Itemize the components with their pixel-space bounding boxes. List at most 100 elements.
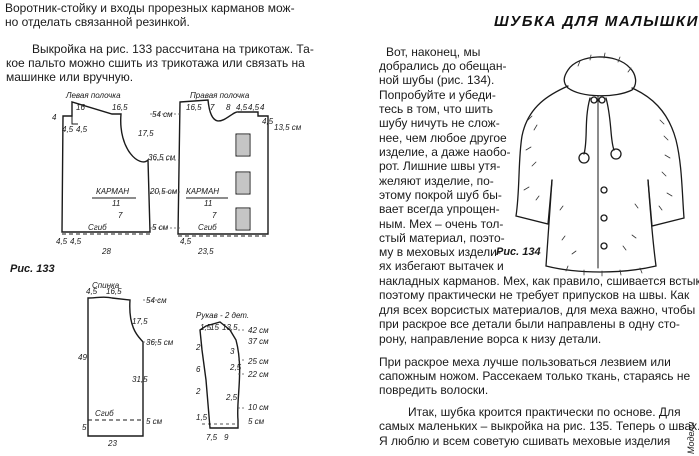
figure-134-caption: Рис. 134 — [496, 246, 541, 258]
dim-lf-b2: 4,5 — [70, 237, 82, 246]
mid-col-line-11: этому покрой шуб бы- — [379, 188, 502, 202]
dim-sl-l1: 2 — [195, 343, 201, 352]
intro-line-2: но отделать связанной резинкой. — [5, 15, 190, 29]
mid-col-line-1: Вот, наконец, мы — [386, 45, 481, 59]
mid-col-line-12: вает всегда упрощен- — [379, 202, 500, 216]
dim-sl-l2: 6 — [196, 365, 201, 374]
back-fold-label: Сгиб — [95, 409, 114, 418]
para2-line-2: сапожным ножом. Рассекаем только ткань, … — [379, 369, 691, 383]
side-text: Модели — [686, 421, 696, 454]
dim-bk-r: 17,5 — [132, 317, 148, 326]
dim-rf-t4: 4,5 — [236, 103, 248, 112]
right-front-label: Правая полочка — [190, 91, 250, 100]
mid-col-line-4: Попробуйте и убеди- — [379, 88, 496, 102]
para3-line-2: самых маленьких – выкройка на рис. 135. … — [379, 419, 699, 433]
mid-col-line-3: ной шубы (рис. 134). — [379, 73, 495, 87]
full-line-2: поэтому практически не требует припусков… — [379, 288, 690, 302]
dim-sl-l3: 2 — [195, 387, 201, 396]
dim-bk-t2: 4,5 — [86, 287, 98, 296]
dim-lf-r: 17,5 — [138, 129, 154, 138]
mid-col-line-2: добрались до обещан- — [379, 59, 507, 73]
mid-col-line-7: нее, чем любое другое — [379, 131, 507, 145]
dim-sl-c2: 2,5 — [229, 363, 242, 372]
left-pocket-label: КАРМАН — [96, 187, 129, 196]
left-para-line-1: Выкройка на рис. 133 рассчитана на трико… — [32, 42, 314, 56]
left-para-line-2: кое пальто можно сшить из трикотажа или … — [6, 56, 305, 70]
dim-bk-m2: 36,5 см — [146, 338, 174, 347]
dim-rf-top2: 7 — [210, 103, 215, 112]
mid-col-line-16: ях избегают вытачек и — [379, 259, 504, 273]
dim-lf-left: 4 — [52, 113, 57, 122]
mid-col-line-13: ным. Мех – очень тол- — [379, 217, 504, 231]
dim-ml1: 54 см — [152, 110, 173, 119]
dim-rf-t3: 8 — [226, 103, 231, 112]
mid-col-line-14: стый материал, поэто- — [379, 231, 505, 245]
dim-bk-bot: 23 — [107, 439, 117, 448]
dim-sl-m2: 37 см — [248, 337, 269, 346]
mid-col-line-10: желяют изделие, по- — [379, 174, 494, 188]
dim-sl-t2: 15 — [210, 323, 219, 332]
dim-lf-bot: 28 — [101, 247, 111, 256]
dim-rf-r2: 13,5 см — [274, 123, 302, 132]
sleeve-label: Рукав - 2 дет. — [196, 311, 249, 320]
dim-rf-top1: 16,5 — [186, 103, 202, 112]
dim-ml3: 20,5 см — [149, 187, 178, 196]
intro-line-1: Воротник-стойку и входы прорезных карман… — [5, 1, 295, 15]
full-line-3: для всех ворсистых материалов, для меха … — [379, 303, 696, 317]
dim-lf-low: 7 — [118, 211, 123, 220]
dim-sl-m4: 22 см — [247, 370, 269, 379]
dim-lf-s2: 4,5 — [76, 125, 88, 134]
right-fold-label: Сгиб — [198, 223, 217, 232]
mid-col-line-8: изделие, а даже наобо- — [379, 145, 511, 159]
right-pocket-label: КАРМАН — [186, 187, 219, 196]
dim-sl-l4: 1,5 — [196, 413, 208, 422]
back-label: Спинка — [92, 281, 120, 290]
para3-line-1: Итак, шубка кроится практически по основ… — [408, 405, 681, 419]
mid-col-line-15: му в меховых издели- — [379, 245, 501, 259]
dim-sl-m5: 10 см — [248, 403, 269, 412]
left-para-line-3: машинке или вручную. — [6, 70, 134, 84]
dim-ml4: 5 см — [152, 223, 169, 232]
dim-lf-top-1: 16 — [76, 103, 85, 112]
dim-rf-b: 4,5 — [180, 237, 192, 246]
dim-bk-m3: 5 см — [146, 417, 163, 426]
dim-lf-b1: 4,5 — [56, 237, 68, 246]
dim-bk-b: 5 — [82, 423, 87, 432]
dim-bk-l: 49 — [78, 353, 87, 362]
dim-rf-mid: 11 — [204, 199, 212, 208]
dim-sl-c1: 3 — [230, 347, 235, 356]
dim-lf-top-2: 16,5 — [112, 103, 128, 112]
full-line-1: накладных карманов. Мех, как правило, сш… — [379, 274, 699, 288]
dim-sl-b2: 9 — [224, 433, 229, 442]
dim-rf-t5: 4,5 — [248, 103, 260, 112]
dim-bk-r2: 31,5 — [132, 375, 148, 384]
para3-line-3: Я люблю и всем советую сшивать меховые и… — [379, 434, 671, 448]
dim-rf-bot: 23,5 — [197, 247, 214, 256]
dim-rf-r: 4,5 — [262, 117, 274, 126]
right-front-outline — [177, 99, 269, 235]
dim-ml2: 36,5 см — [148, 153, 176, 162]
full-line-4: при раскрое все детали были направлены в… — [379, 317, 680, 331]
dim-bk-top: 16,5 — [106, 287, 122, 296]
dim-sl-t1: 1,5 — [200, 323, 212, 332]
dim-sl-m1: 42 см — [248, 326, 269, 335]
left-front-outline — [61, 101, 151, 233]
dim-sl-t3: 13,5 — [222, 323, 238, 332]
dim-sl-m3: 25 см — [247, 357, 269, 366]
dim-sl-m6: 5 см — [248, 417, 265, 426]
para2-line-3: повредить волоски. — [379, 383, 489, 397]
mid-col-line-6: шубу ничуть не слож- — [379, 116, 500, 130]
mid-col-line-9: рот. Лишние швы утя- — [379, 159, 501, 173]
dim-rf-t6: 4 — [260, 103, 265, 112]
dim-sl-b1: 7,5 — [206, 433, 218, 442]
left-fold-label: Сгиб — [88, 223, 107, 232]
left-front-label: Левая полочка — [65, 91, 121, 100]
page-title: ШУБКА ДЛЯ МАЛЫШКИ — [494, 13, 699, 30]
sleeve-outline — [199, 321, 241, 429]
dim-rf-low: 7 — [212, 211, 217, 220]
pattern-figure-133: Левая полочка Правая полочка Спинка Рука… — [52, 91, 302, 448]
dim-lf-mid: 11 — [112, 199, 120, 208]
figure-133-caption: Рис. 133 — [10, 263, 55, 275]
mid-col-line-5: тесь в том, что шить — [379, 102, 493, 116]
para2-line-1: При раскрое меха лучше пользоваться лезв… — [379, 355, 671, 369]
